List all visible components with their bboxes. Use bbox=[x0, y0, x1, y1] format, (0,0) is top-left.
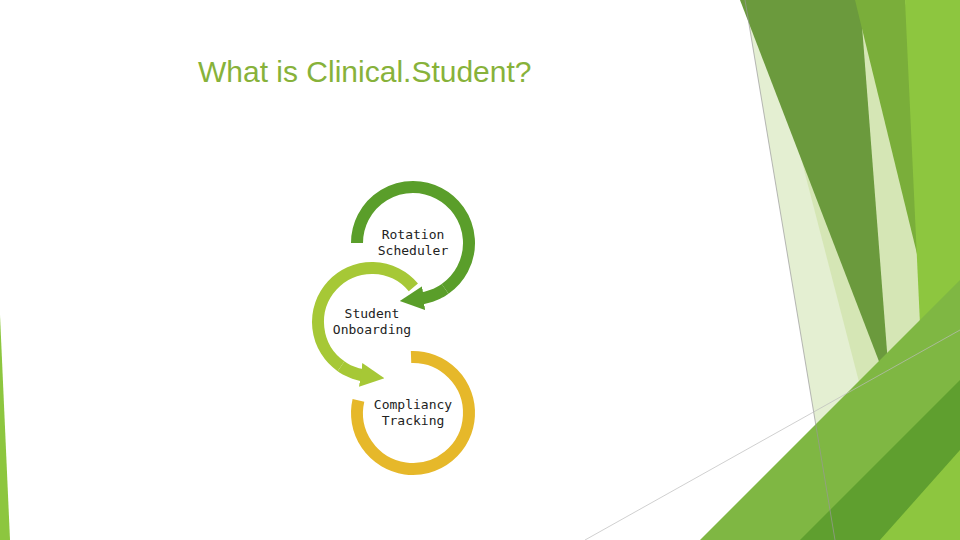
thin-line bbox=[745, 0, 835, 540]
ring-node: Compliancy Tracking bbox=[347, 347, 479, 479]
arrow-connector bbox=[419, 289, 445, 299]
left-sliver bbox=[0, 315, 10, 540]
ring-node: Rotation Scheduler bbox=[347, 177, 479, 309]
thin-line bbox=[585, 330, 960, 540]
ring-label: Rotation Scheduler bbox=[370, 227, 456, 259]
ring-node: Student Onboarding bbox=[308, 258, 436, 386]
corner-triangle bbox=[700, 280, 960, 540]
corner-triangle-bright bbox=[880, 450, 960, 540]
ring-arc bbox=[318, 268, 413, 366]
dark-triangle bbox=[740, 0, 890, 390]
ring-arc bbox=[357, 357, 469, 469]
arrow-connector bbox=[341, 366, 365, 375]
ring-label: Student Onboarding bbox=[331, 306, 413, 338]
ring-label: Compliancy Tracking bbox=[370, 397, 456, 429]
slide-title: What is Clinical.Student? bbox=[198, 55, 532, 89]
corner-triangle-dark bbox=[800, 380, 960, 540]
